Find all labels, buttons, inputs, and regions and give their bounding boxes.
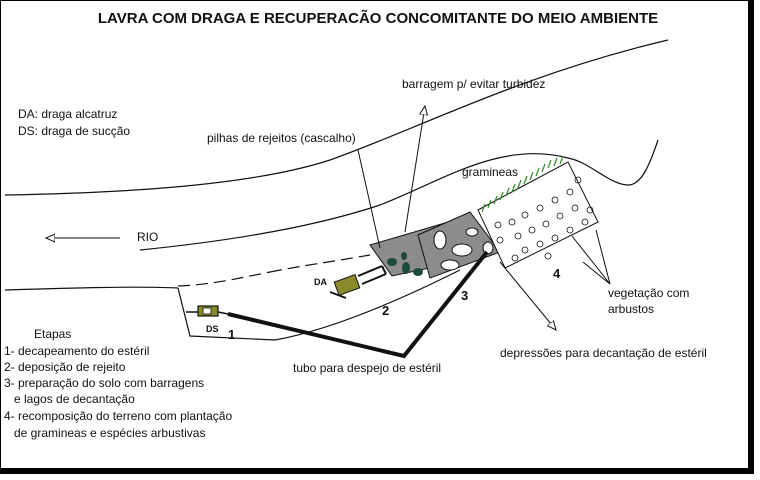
revegetated-zone: [477, 161, 599, 269]
label-barrier: barragem p/ evitar turbidez: [402, 77, 545, 91]
label-grass: gramineas: [462, 165, 518, 179]
bucket-dredge: [329, 265, 387, 299]
dashed-bank-2: [269, 254, 371, 273]
stage-number-1: 1: [228, 327, 235, 342]
etapa-line: 2- deposição de rejeito: [4, 360, 126, 374]
barrier-arrow: [404, 106, 425, 233]
etapas-heading: Etapas: [34, 327, 71, 341]
etapa-line: 4- recomposição do terreno com plantação: [4, 409, 232, 423]
pond-oval: [440, 259, 460, 271]
etapa-line: 1- decapeamento do estéril: [4, 344, 149, 358]
etapa-line: de gramineas e espécies arbustivas: [4, 426, 205, 440]
label-river: RIO: [137, 230, 158, 244]
stage-number-4: 4: [553, 266, 561, 281]
stage-number-2: 2: [382, 303, 389, 318]
pond-oval: [451, 243, 473, 257]
label-vegetation-1: vegetação com: [608, 286, 689, 300]
etapa-line: 3- preparação do solo com barragens: [4, 376, 204, 390]
ds-tag: DS: [206, 324, 219, 334]
vegetation-leaders: [571, 229, 611, 285]
grass-strokes: [481, 155, 564, 213]
tailings-rocks: [387, 252, 423, 276]
diagram-frame: [0, 0, 754, 474]
diagram-title: LAVRA COM DRAGA E RECUPERACÃO CONCOMITAN…: [98, 9, 658, 27]
label-vegetation-2: arbustos: [608, 302, 654, 316]
pond-oval: [433, 230, 447, 250]
label-tailings: pilhas de rejeitos (cascalho): [207, 131, 356, 145]
stage-number-3: 3: [461, 288, 468, 303]
depression-arrow: [499, 261, 556, 330]
pit-outline: [177, 269, 461, 341]
legend-da: DA: draga alcatruz: [18, 107, 117, 121]
pond-oval: [465, 227, 479, 237]
da-tag: DA: [314, 277, 327, 287]
label-pipe: tubo para despejo de estéril: [293, 361, 441, 375]
right-bank-line: [139, 139, 659, 251]
shrub-pattern: [494, 176, 594, 262]
legend-ds: DS: draga de sucção: [18, 124, 130, 138]
waste-pipe: [227, 250, 489, 359]
lower-bank-left: [4, 286, 179, 291]
suction-dredge: [186, 305, 229, 317]
label-depressions: depressões para decantação de estéril: [500, 346, 707, 360]
tailings-leader: [357, 149, 381, 249]
upper-bank-line: [4, 39, 669, 196]
dashed-bank: [177, 271, 271, 287]
etapa-line: e lagos de decantação: [4, 392, 135, 406]
